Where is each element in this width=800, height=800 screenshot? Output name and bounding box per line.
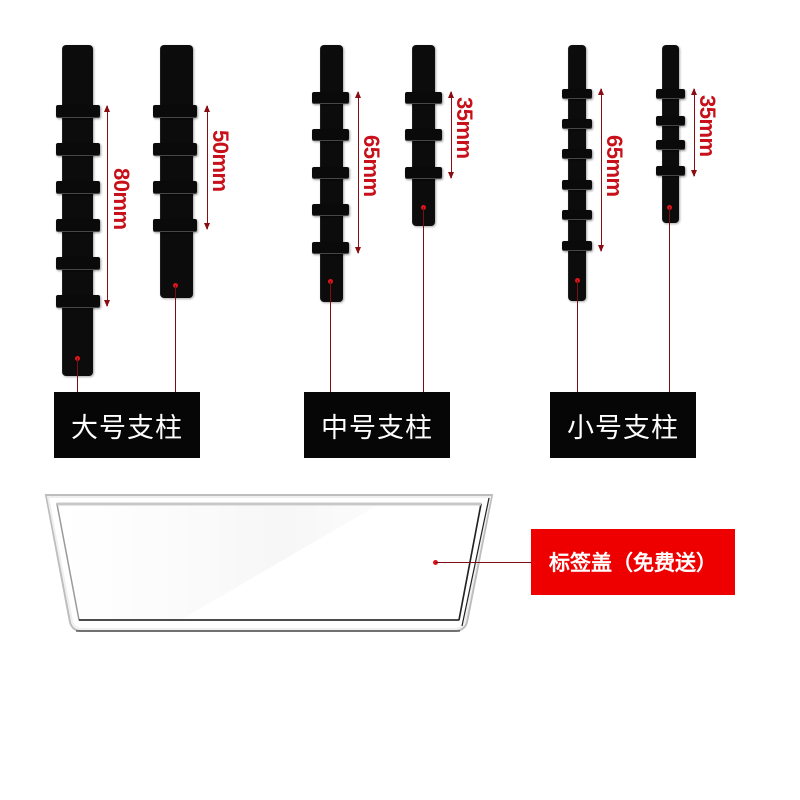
dimension-arrow <box>598 88 604 252</box>
label-cover-text: 标签盖（免费送） <box>549 551 717 575</box>
large-stand-label: 大号支柱 <box>54 392 200 458</box>
medium-stand-label-text: 中号支柱 <box>321 412 433 444</box>
dimension-arrow <box>691 88 697 177</box>
large-stand-label-text: 大号支柱 <box>71 412 183 444</box>
small-stand-label: 小号支柱 <box>550 392 696 458</box>
leader-line <box>435 562 532 563</box>
leader-line <box>330 281 331 392</box>
dimension-arrow <box>104 105 110 307</box>
medium-stand-label: 中号支柱 <box>304 392 450 458</box>
leader-line <box>577 280 578 392</box>
dimension-arrow <box>448 91 454 179</box>
dimension-arrow <box>355 91 361 254</box>
small-stand-label-text: 小号支柱 <box>567 412 679 444</box>
leader-line <box>423 207 424 392</box>
leader-line <box>669 207 670 392</box>
dimension-arrow <box>204 105 210 230</box>
leader-line <box>175 285 176 392</box>
label-cover-free-gift-badge: 标签盖（免费送） <box>531 529 735 595</box>
leader-line <box>77 358 78 392</box>
